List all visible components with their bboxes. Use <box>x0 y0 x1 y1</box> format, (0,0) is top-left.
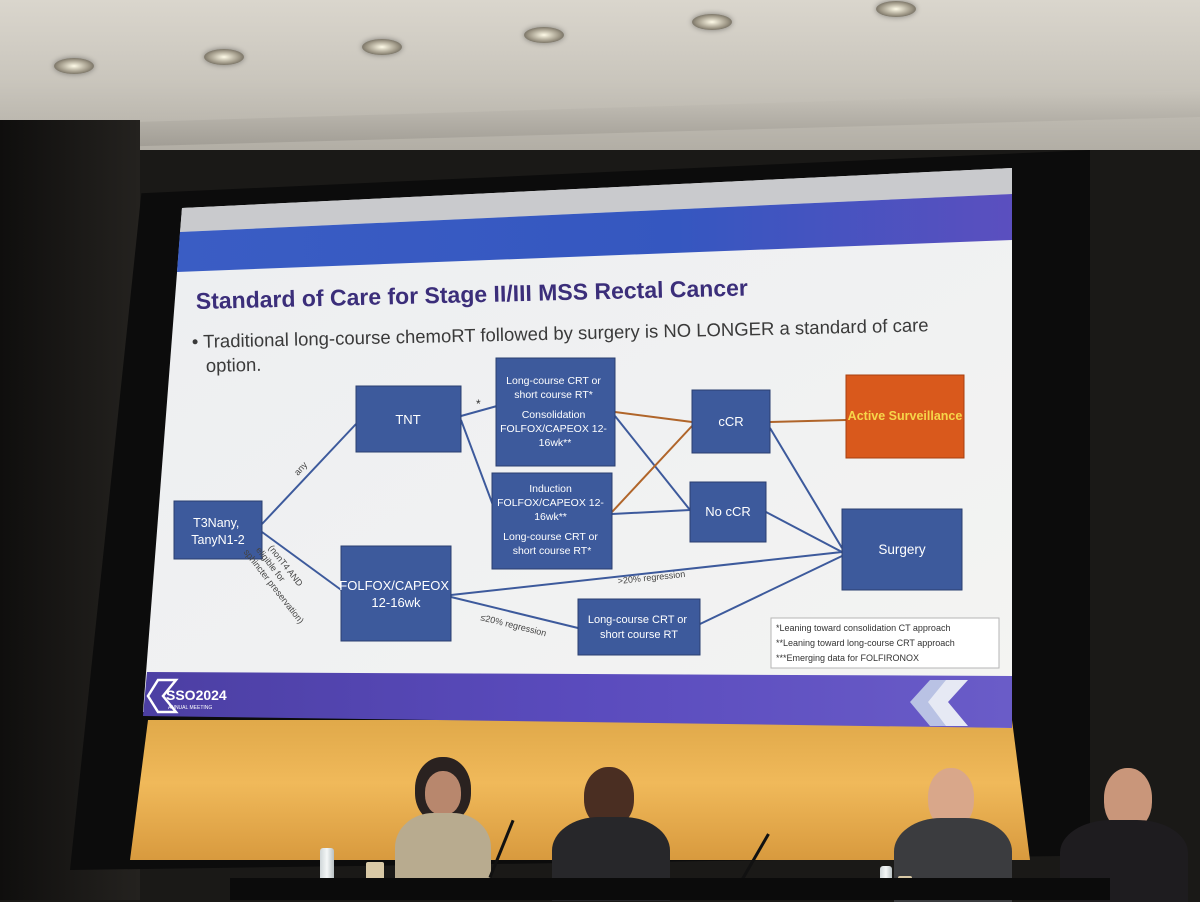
box-tnt <box>355 385 462 453</box>
box-no-ccr-label: No cCR <box>705 504 751 519</box>
flow-connectors <box>261 405 843 629</box>
box-consolidation-line: short course RT* <box>514 389 593 401</box>
box-tnt-label: TNT <box>395 412 420 427</box>
footnote-line: **Leaning toward long-course CRT approac… <box>776 638 955 648</box>
box-active-surveillance-label: Active Surveillance <box>848 409 963 423</box>
panelist-face <box>425 771 461 815</box>
edge-folfox-lcrt <box>450 596 579 629</box>
edge-start-folfox <box>261 531 345 593</box>
ceiling-light <box>362 39 402 55</box>
edge-induction-ccr <box>611 425 693 513</box>
logo-main-text: SSO2024 <box>166 687 227 703</box>
box-induction-line: FOLFOX/CAPEOX 12- <box>497 497 604 509</box>
box-induction-line: Induction <box>529 483 572 495</box>
box-consolidation-line: Consolidation <box>522 409 586 421</box>
box-induction-label: Induction FOLFOX/CAPEOX 12- 16wk** Long-… <box>497 483 607 557</box>
slide-footer-banner <box>143 672 1012 728</box>
footnote-text: *Leaning toward consolidation CT approac… <box>776 623 957 663</box>
box-start-line: TanyN1-2 <box>191 533 245 547</box>
box-consolidation-label: Long-course CRT or short course RT* Cons… <box>500 375 610 449</box>
panel-table <box>230 878 1110 900</box>
edge-consolidation-ccr <box>614 411 693 423</box>
edge-ccr-surgery <box>769 427 843 549</box>
box-start <box>173 500 263 560</box>
cup <box>366 862 384 882</box>
edge-tnt-induction <box>460 419 495 509</box>
box-folfox <box>340 545 452 642</box>
slide-top-band <box>180 168 1012 232</box>
box-long-course-crt-line: Long-course CRT or <box>588 614 688 626</box>
edge-consolidation-noccr <box>614 415 691 511</box>
ceiling-light <box>54 58 94 74</box>
edge-ccr-active <box>769 419 847 423</box>
box-start-label: T3Nany, TanyN1-2 <box>191 516 245 547</box>
edge-lcrt-surgery <box>699 555 843 625</box>
logo-mark <box>146 678 179 714</box>
box-consolidation <box>495 357 616 467</box>
ceiling-light <box>692 14 732 30</box>
box-long-course-crt-line: short course RT <box>600 629 678 641</box>
ceiling-light <box>876 1 916 17</box>
edge-start-tnt <box>261 423 357 525</box>
slide-bullet-line2: option. <box>206 354 262 376</box>
box-surgery-label: Surgery <box>878 542 926 557</box>
box-ccr-label: cCR <box>718 414 743 429</box>
footnote-box <box>770 617 1000 669</box>
edge-noccr-surgery <box>765 511 843 553</box>
footnote-line: *Leaning toward consolidation CT approac… <box>776 623 950 633</box>
slide-header-banner <box>177 194 1012 272</box>
box-ccr <box>691 389 771 454</box>
box-consolidation-line: FOLFOX/CAPEOX 12- <box>500 423 607 435</box>
logo-sub-text: ANNUAL MEETING <box>168 705 212 711</box>
ceiling-light <box>524 27 564 43</box>
panelist-woman <box>395 757 495 899</box>
footer-chevron <box>928 680 968 726</box>
box-consolidation-line: Long-course CRT or <box>506 375 601 387</box>
box-long-course-crt-label: Long-course CRT or short course RT <box>588 614 690 641</box>
box-induction <box>491 472 613 570</box>
edge-folfox-surgery <box>450 551 843 596</box>
box-induction-line: Long-course CRT or <box>503 531 598 543</box>
box-no-ccr <box>689 481 767 543</box>
box-induction-line: short course RT* <box>513 545 592 557</box>
box-long-course-crt <box>577 598 701 656</box>
edge-tnt-consolidation <box>460 405 498 417</box>
footnote-line: ***Emerging data for FOLFIRONOX <box>776 653 919 663</box>
ceiling-light <box>204 49 244 65</box>
box-surgery <box>841 508 963 591</box>
edge-induction-noccr <box>611 509 691 515</box>
box-folfox-label: FOLFOX/CAPEOX 12-16wk <box>339 578 452 610</box>
box-folfox-line: FOLFOX/CAPEOX <box>339 578 449 593</box>
water-bottle <box>320 848 334 882</box>
box-active-surveillance <box>845 374 965 459</box>
box-induction-line: 16wk** <box>534 511 567 523</box>
box-start-line: T3Nany, <box>193 516 239 530</box>
box-consolidation-line: 16wk** <box>539 437 572 449</box>
orange-connectors <box>611 411 847 513</box>
sso-logo: SSO2024 ANNUAL MEETING <box>146 678 227 714</box>
panelist-head <box>1104 768 1152 830</box>
box-folfox-line: 12-16wk <box>371 595 421 610</box>
edge-label-star: * <box>476 397 481 411</box>
